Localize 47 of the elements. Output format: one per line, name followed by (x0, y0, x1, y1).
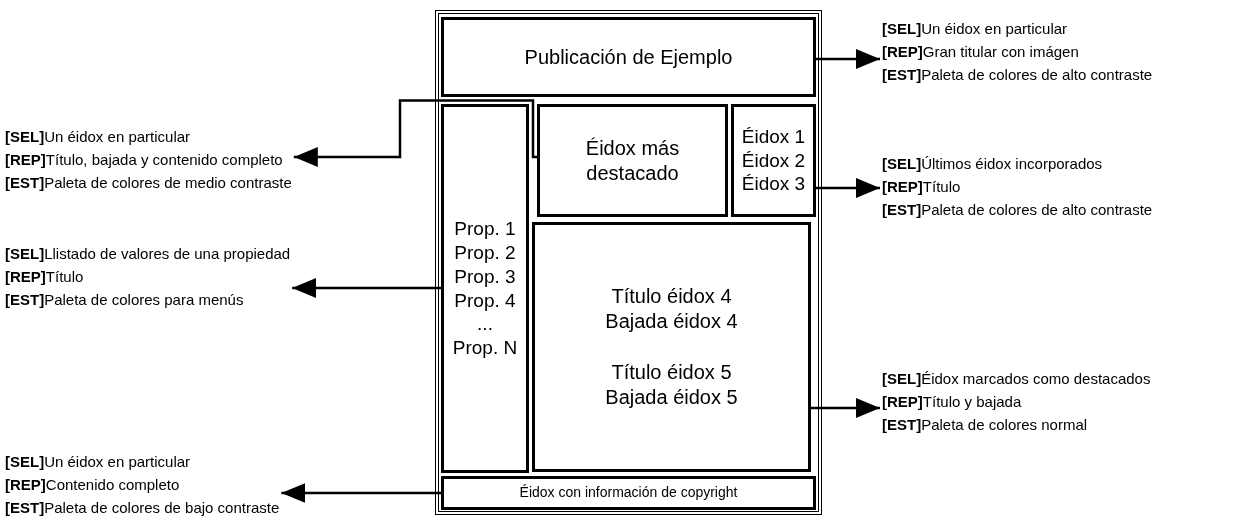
annotation-line: [REP]Título y bajada (882, 391, 1023, 412)
featured-title: Éidox más destacado (584, 135, 681, 186)
annotation-line: [SEL]Éidox marcados como destacados (882, 368, 1151, 389)
annotation-line: [SEL]Llistado de valores de una propiedad (5, 243, 291, 264)
annotation-line: [EST]Paleta de colores de alto contraste (882, 199, 1153, 220)
arrow (292, 278, 441, 298)
property-item: Prop. 4 (454, 288, 516, 313)
annotation-line: [EST]Paleta de colores normal (882, 414, 1089, 435)
annotation-line: [REP]Título (882, 176, 962, 197)
annotation-line: [REP]Título, bajada y contenido completo (5, 149, 284, 170)
item-text: Bajada éidox 4 (605, 309, 738, 334)
list-item: Éidox 1 (741, 124, 806, 149)
property-item: Prop. 3 (454, 264, 516, 289)
arrow (281, 483, 441, 503)
menu-column (441, 104, 529, 473)
annotation-line: [SEL]Un éidox en particular (5, 451, 192, 472)
item-text: Título éidox 4 (611, 284, 732, 309)
annotation-line: [EST]Paleta de colores de alto contraste (882, 64, 1153, 85)
property-item: Prop. N (452, 336, 518, 360)
annotation-line: [SEL]Un éidox en particular (882, 18, 1069, 39)
footer-box (441, 476, 816, 510)
arrow (816, 178, 880, 198)
header-box (441, 17, 816, 97)
item-text: Título éidox 5 (611, 360, 732, 385)
footer-text: Éidox con información de copyright (519, 484, 738, 502)
item-text: Bajada éidox 5 (605, 385, 738, 410)
arrow (816, 49, 880, 69)
list-item: Éidox 2 (741, 148, 806, 173)
arrow (811, 398, 880, 418)
annotation-line: [REP]Título (5, 266, 85, 287)
annotation-line: [EST]Paleta de colores de medio contraste (5, 172, 292, 193)
property-item: ... (477, 312, 493, 336)
featured-box (537, 104, 728, 217)
list-item: Éidox 3 (741, 172, 806, 197)
annotation-line: [SEL]Últimos éidox incorporados (882, 153, 1104, 174)
annotation-line: [REP]Contenido completo (5, 474, 181, 495)
arrow (293, 99, 537, 167)
annotation-line: [EST]Paleta de colores de bajo contraste (5, 497, 280, 518)
content-box (532, 222, 811, 472)
header-title: Publicación de Ejemplo (524, 44, 733, 70)
latest-list-box (731, 104, 816, 217)
annotation-line: [REP]Gran titular con imágen (882, 41, 1080, 62)
annotation-line: [EST]Paleta de colores para menús (5, 289, 245, 310)
page-frame (435, 10, 822, 515)
property-item: Prop. 1 (454, 217, 516, 241)
property-item: Prop. 2 (454, 241, 516, 265)
annotation-line: [SEL]Un éidox en particular (5, 126, 192, 147)
